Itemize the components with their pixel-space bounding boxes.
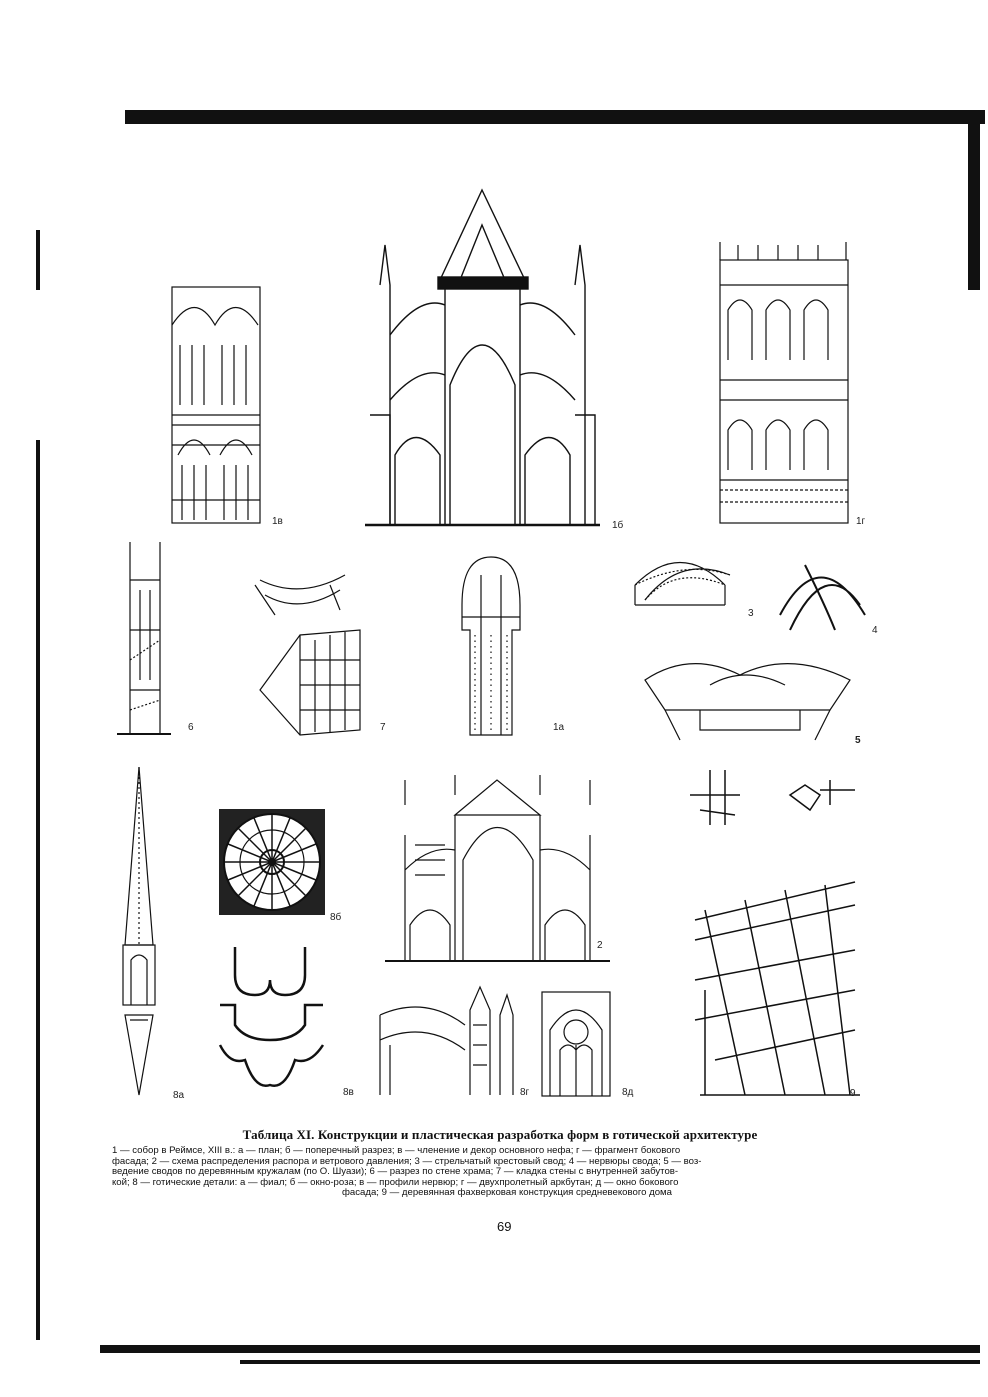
figure-4-vault-ribs [775, 545, 873, 635]
figure-label: 1в [272, 516, 283, 527]
scan-bottom-bar-2 [240, 1360, 980, 1364]
figure-1a-plan [460, 555, 522, 737]
figure-8g-flying-buttress [375, 985, 517, 1097]
legend-line: ведение сводов по деревянным кружалам (п… [112, 1166, 679, 1178]
figure-label: 1б [612, 520, 624, 531]
figure-label: 9 [850, 1088, 856, 1099]
plate-title: Таблица XI. Конструкции и пластическая р… [242, 1127, 758, 1142]
plate-legend: 1 — собор в Реймсе, XIII в.: а — план; б… [112, 1145, 902, 1199]
figure-label: 8в [343, 1087, 354, 1098]
figure-8a-pinnacle [115, 765, 163, 1097]
figure-1v-nave-elevation [170, 285, 268, 527]
figure-8v-rib-profiles [215, 945, 327, 1093]
figure-1b-cross-section [360, 185, 605, 533]
scan-bottom-bar [100, 1345, 980, 1353]
figure-label: 3 [748, 608, 754, 619]
legend-line: фасада; 2 — схема распределения распора … [112, 1155, 702, 1167]
figure-5-centering-construction [640, 650, 858, 748]
figure-9-detail-joints [680, 765, 860, 833]
legend-line: 1 — собор в Реймсе, XIII в.: а — план; б… [112, 1145, 681, 1156]
scan-right-edge [968, 110, 980, 290]
figure-label: 4 [872, 625, 878, 636]
figure-8b-rose-window [218, 808, 326, 916]
scan-left-edge [36, 440, 40, 1340]
scan-top-bar [125, 110, 985, 124]
scan-left-mark [36, 230, 40, 290]
figure-label: 7 [380, 722, 386, 733]
figure-7-wall-masonry [240, 560, 368, 736]
figure-6-wall-section [115, 540, 173, 736]
figure-8d-side-window [540, 990, 612, 1098]
figure-label: 8д [622, 1087, 634, 1098]
page-number: 69 [497, 1219, 512, 1234]
figure-label: 1г [856, 516, 866, 527]
figure-2-thrust-diagram [385, 775, 610, 963]
figure-1g-facade-fragment [718, 240, 850, 525]
legend-line: фасада; 9 — деревянная фахверковая конст… [342, 1187, 672, 1199]
figure-label: 8а [173, 1090, 185, 1101]
figure-9-timber-frame [685, 880, 863, 1098]
figure-label: 1а [553, 722, 565, 733]
figure-label: 6 [188, 722, 194, 733]
legend-line: кой; 8 — готические детали: а — фиал; б … [112, 1176, 679, 1188]
figure-label: 8б [330, 912, 342, 923]
figure-label: 8г [520, 1087, 530, 1098]
figure-3-rib-vault [630, 545, 735, 617]
figure-label: 5 [855, 735, 861, 746]
figure-label: 2 [597, 940, 603, 951]
